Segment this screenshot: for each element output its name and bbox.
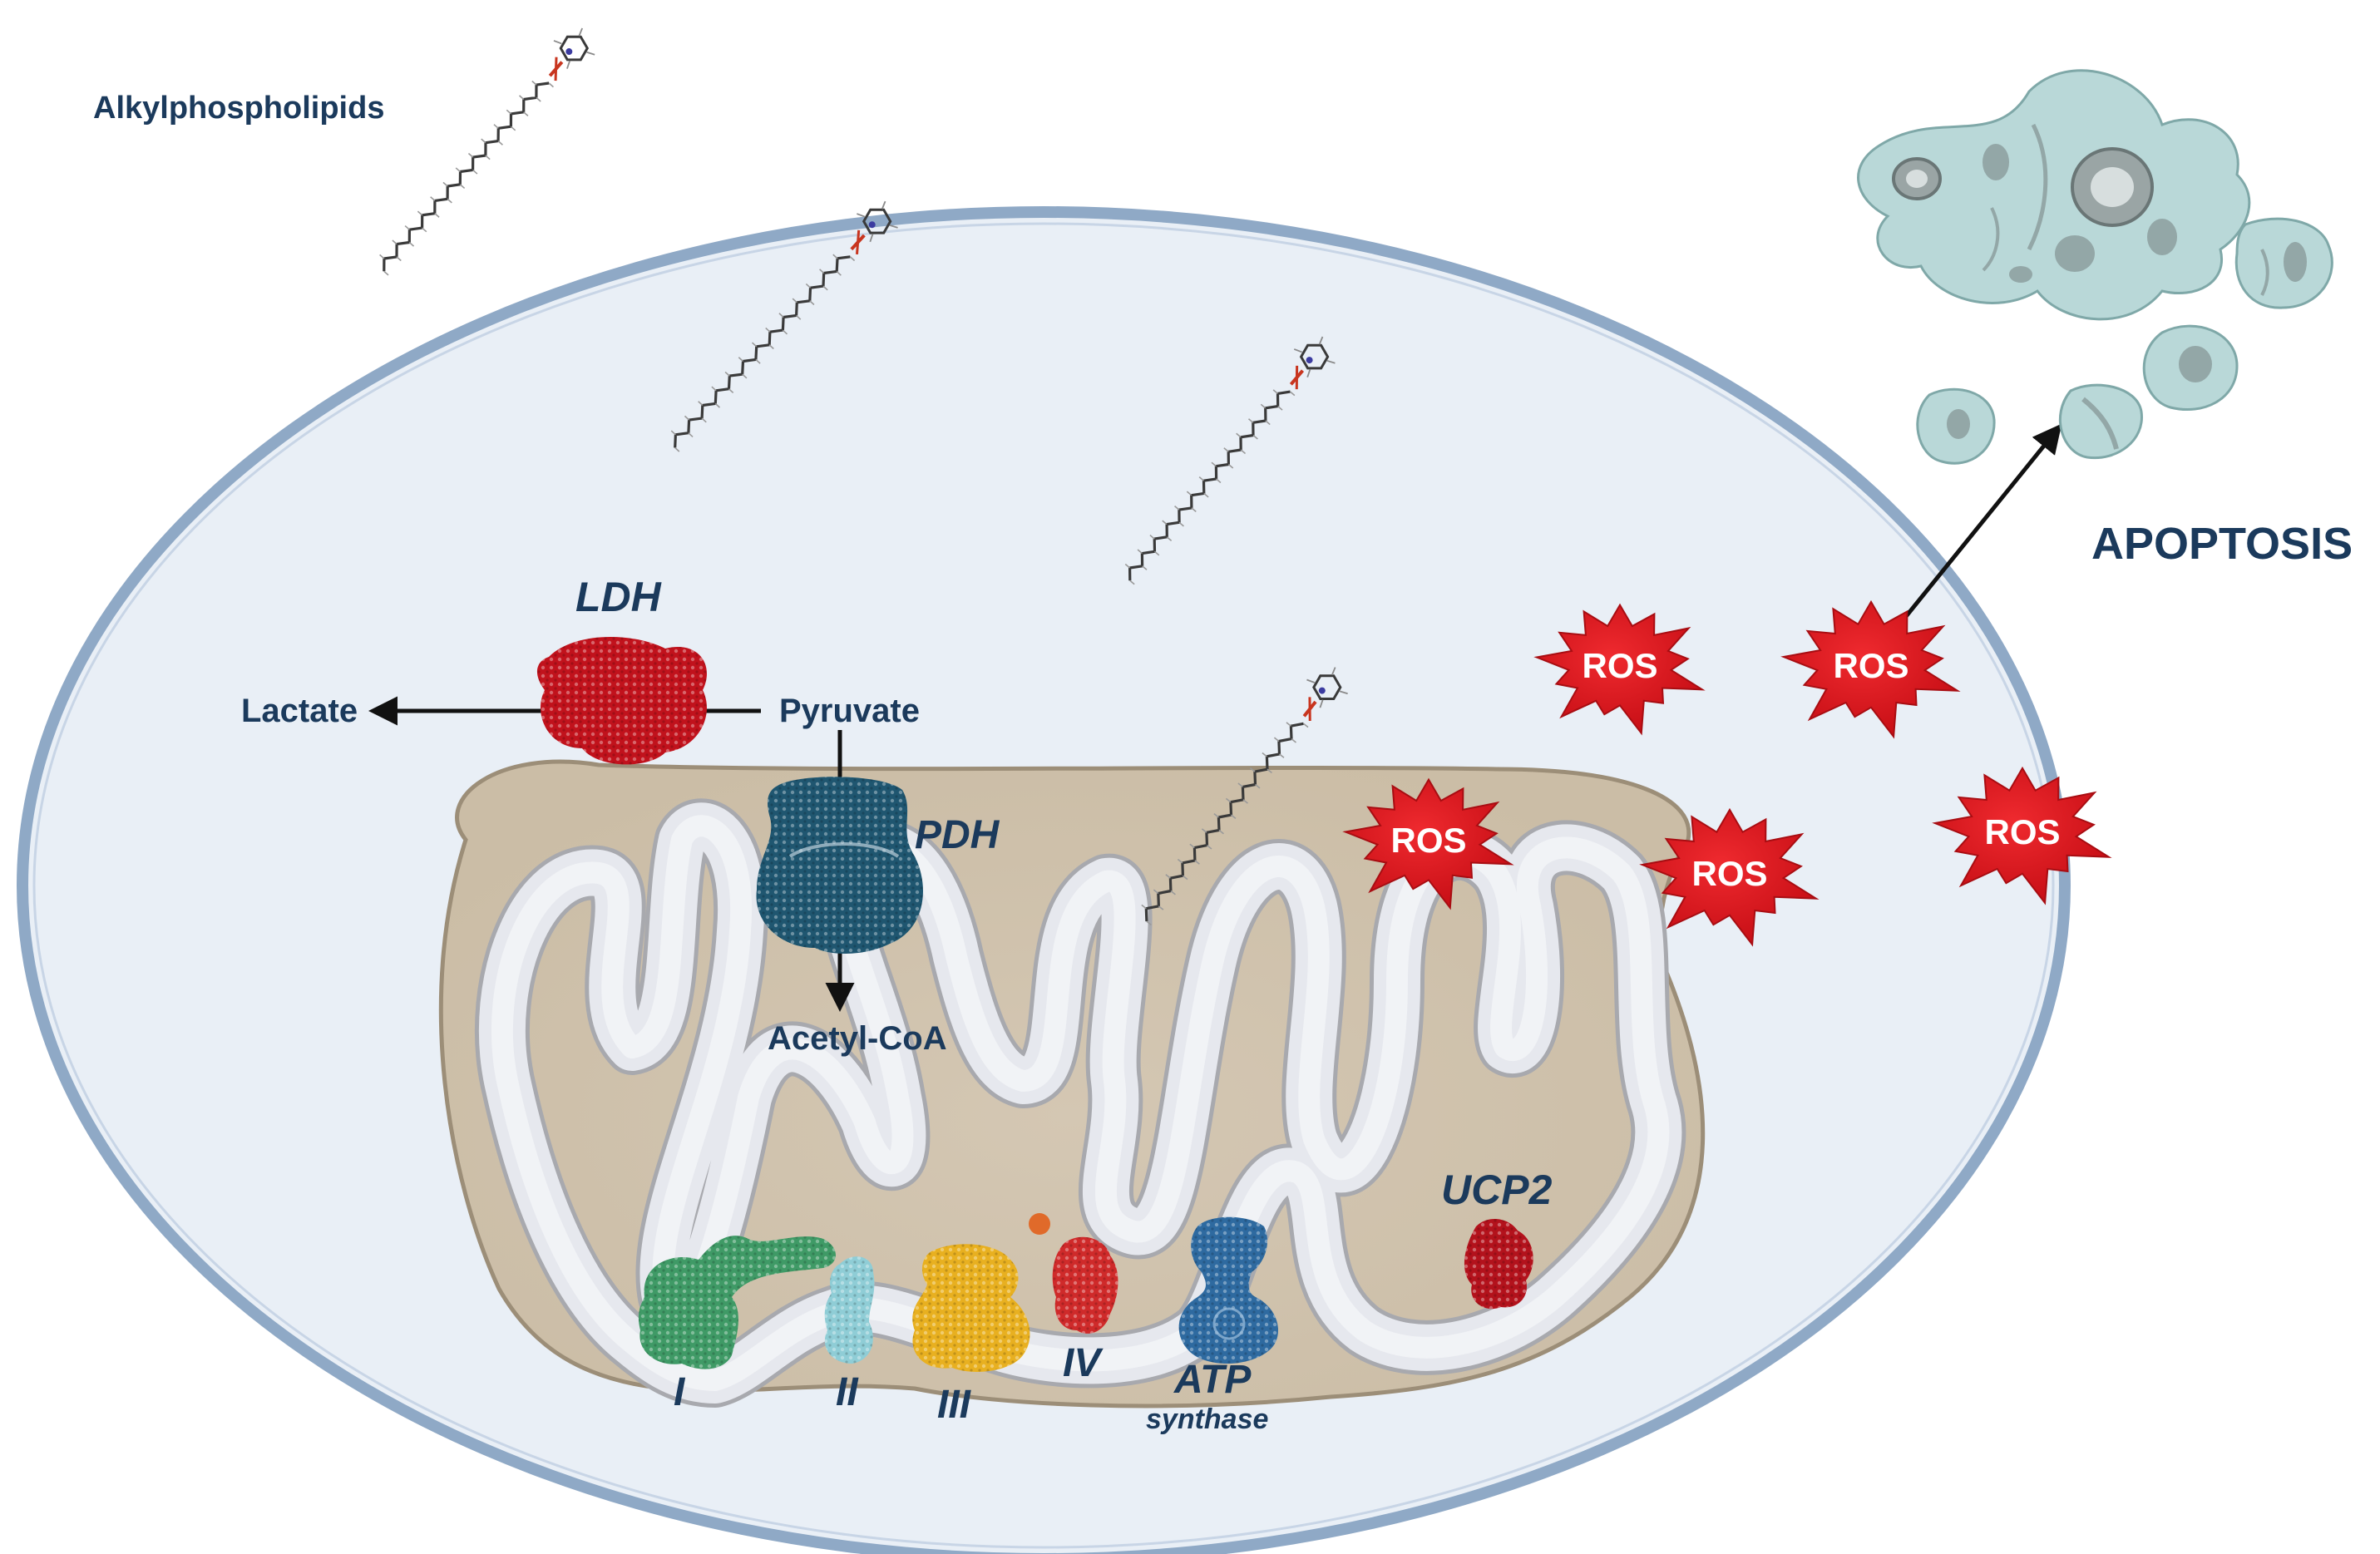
pdh-enzyme bbox=[756, 777, 923, 954]
ros-burst: ROS bbox=[1780, 599, 1961, 739]
ros-label: ROS bbox=[1582, 646, 1657, 685]
apoptotic-cell bbox=[1857, 69, 2333, 465]
complex-1-label: I bbox=[674, 1370, 686, 1414]
ros-burst: ROS bbox=[1932, 766, 2112, 905]
atp-synthase-sublabel: synthase bbox=[1146, 1404, 1268, 1435]
ros-label: ROS bbox=[1390, 821, 1466, 860]
alkylphospholipid-molecule bbox=[379, 27, 595, 276]
labels: Alkylphospholipids APOPTOSIS LDH PDH Lac… bbox=[93, 91, 2353, 1435]
ros-bursts: ROS ROS ROS ROS ROS bbox=[1342, 599, 2112, 947]
alkylphospholipid-molecules bbox=[379, 27, 1348, 926]
atp-synthase-protein bbox=[1178, 1216, 1278, 1364]
alkylphospholipid-molecule bbox=[670, 200, 898, 452]
complex-3-label: III bbox=[937, 1383, 972, 1427]
drug-label: Alkylphospholipids bbox=[93, 91, 384, 126]
pdh-label: PDH bbox=[915, 813, 1000, 857]
ros-burst: ROS bbox=[1342, 777, 1514, 910]
acetyl-coa-label: Acetyl-CoA bbox=[768, 1020, 947, 1057]
ros-burst: ROS bbox=[1639, 807, 1820, 947]
ros-label: ROS bbox=[1833, 646, 1908, 685]
ros-burst: ROS bbox=[1533, 603, 1706, 736]
lactate-label: Lactate bbox=[241, 693, 358, 729]
ros-to-apoptosis-arrow bbox=[1899, 423, 2062, 625]
ros-label: ROS bbox=[1984, 812, 2060, 851]
apoptotic-cell-body bbox=[1857, 69, 2251, 321]
complex-3-protein bbox=[912, 1244, 1030, 1372]
ucp2-label: UCP2 bbox=[1441, 1167, 1553, 1213]
ldh-label: LDH bbox=[575, 574, 662, 620]
ros-label: ROS bbox=[1691, 854, 1767, 893]
alkylphospholipid-molecule bbox=[1141, 667, 1348, 926]
complex-2-label: II bbox=[836, 1370, 859, 1414]
complex-2-protein bbox=[824, 1256, 875, 1364]
pyruvate-label: Pyruvate bbox=[779, 693, 920, 729]
ldh-enzyme bbox=[536, 637, 707, 765]
complex-1-protein bbox=[638, 1236, 836, 1369]
atp-label: ATP bbox=[1173, 1358, 1252, 1402]
alkylphospholipid-molecule bbox=[1124, 336, 1336, 585]
apoptosis-label: APOPTOSIS bbox=[2091, 519, 2353, 569]
ucp2-protein bbox=[1464, 1218, 1533, 1310]
complex-4-protein bbox=[1029, 1213, 1118, 1334]
complex-4-label: IV bbox=[1063, 1341, 1104, 1385]
apoptotic-body bbox=[2058, 383, 2143, 460]
